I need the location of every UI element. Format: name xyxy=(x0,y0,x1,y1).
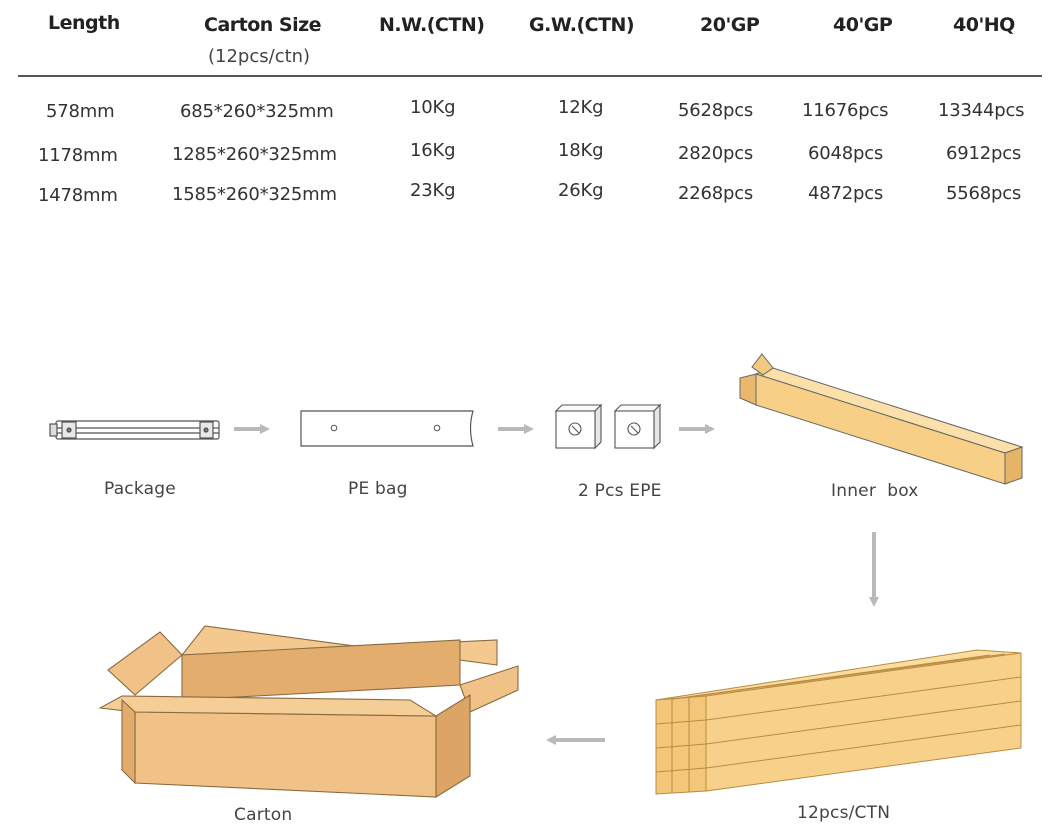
cell-length: 578mm xyxy=(46,101,115,122)
cell-40gp: 6048pcs xyxy=(808,143,884,164)
cell-20gp: 5628pcs xyxy=(678,100,754,121)
header-length: Length xyxy=(48,12,120,34)
cell-gross-weight: 18Kg xyxy=(558,140,604,161)
led-fixture-illustration xyxy=(49,420,220,440)
cell-net-weight: 16Kg xyxy=(410,140,456,161)
epe-block-illustration xyxy=(613,403,662,450)
cell-40gp: 11676pcs xyxy=(802,100,889,121)
cell-40gp: 4872pcs xyxy=(808,183,884,204)
step-label-inner-box: Inner box xyxy=(831,481,919,501)
step-label-package: Package xyxy=(104,479,176,499)
step-label-epe: 2 Pcs EPE xyxy=(578,481,662,501)
cell-gross-weight: 26Kg xyxy=(558,180,604,201)
cell-net-weight: 10Kg xyxy=(410,97,456,118)
cell-carton-size: 685*260*325mm xyxy=(180,101,334,122)
cell-20gp: 2268pcs xyxy=(678,183,754,204)
cell-20gp: 2820pcs xyxy=(678,143,754,164)
epe-block-illustration xyxy=(554,403,603,450)
header-net-weight: N.W.(CTN) xyxy=(379,14,485,36)
inner-box-illustration xyxy=(739,353,1024,485)
cell-carton-size: 1585*260*325mm xyxy=(172,184,337,205)
step-label-12pcs-ctn: 12pcs/CTN xyxy=(797,803,891,823)
cell-gross-weight: 12Kg xyxy=(558,97,604,118)
cell-40hq: 5568pcs xyxy=(946,183,1022,204)
carton-size-note: (12pcs/ctn) xyxy=(208,46,311,67)
bundle-12pcs-illustration xyxy=(655,649,1022,795)
cell-40hq: 6912pcs xyxy=(946,143,1022,164)
cell-40hq: 13344pcs xyxy=(938,100,1025,121)
cell-carton-size: 1285*260*325mm xyxy=(172,144,337,165)
header-carton-size: Carton Size xyxy=(204,14,322,36)
header-40gp: 40'GP xyxy=(833,14,893,36)
pe-bag-illustration xyxy=(300,410,474,447)
header-20gp: 20'GP xyxy=(700,14,760,36)
header-gross-weight: G.W.(CTN) xyxy=(529,14,635,36)
step-label-pe-bag: PE bag xyxy=(348,479,408,499)
header-40hq: 40'HQ xyxy=(953,14,1015,36)
step-label-carton: Carton xyxy=(234,805,293,825)
cell-length: 1178mm xyxy=(38,145,118,166)
carton-illustration xyxy=(98,625,519,798)
cell-length: 1478mm xyxy=(38,185,118,206)
header-divider xyxy=(18,75,1042,77)
cell-net-weight: 23Kg xyxy=(410,180,456,201)
